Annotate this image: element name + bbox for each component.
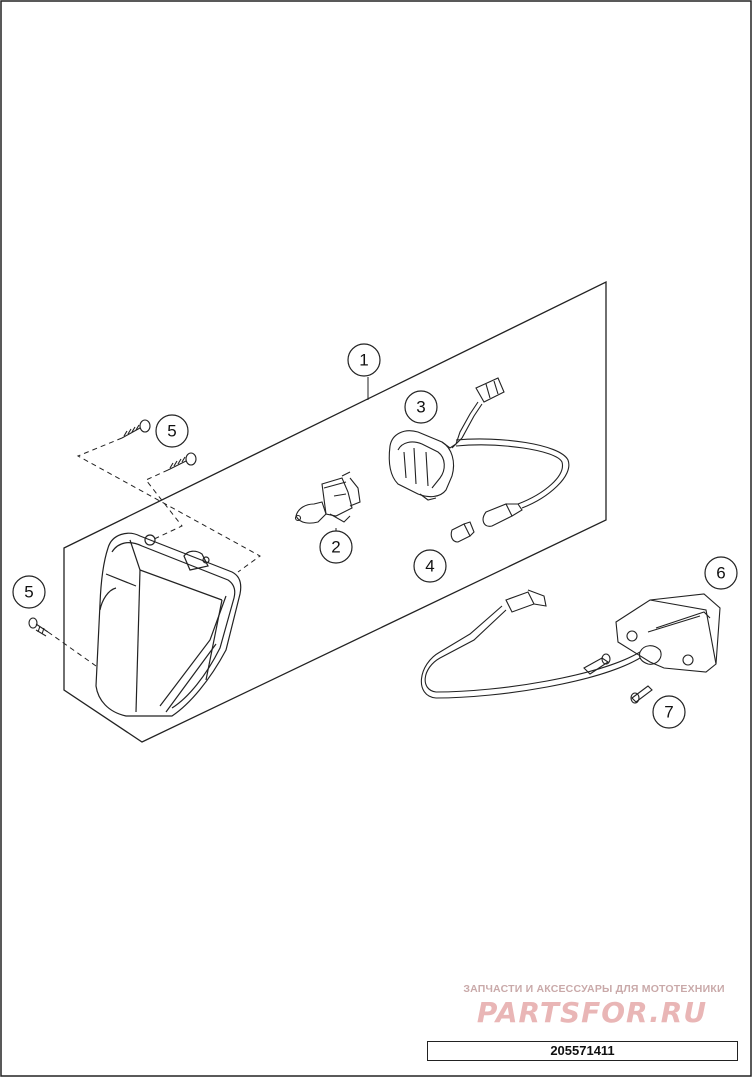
assembly-group-outline: [63, 280, 607, 743]
h4-bulb: [294, 471, 361, 524]
bolt-7-lower: [630, 685, 653, 704]
callout-3-label: 3: [416, 398, 425, 417]
dashed-leaders: [47, 437, 261, 667]
callout-2-label: 2: [331, 538, 340, 557]
callout-6-label: 6: [716, 564, 725, 583]
callout-4: 4: [413, 549, 447, 583]
callout-5-left-label: 5: [24, 583, 33, 602]
parking-bulb: [450, 521, 475, 543]
bolt-7-upper: [583, 653, 611, 675]
callout-4-label: 4: [425, 557, 434, 576]
socket-with-harness: [388, 377, 570, 527]
watermark-tagline: ЗАПЧАСТИ И АКСЕССУАРЫ ДЛЯ МОТОТЕХНИКИ: [463, 983, 725, 995]
callout-3: 3: [404, 390, 438, 424]
callout-6: 6: [704, 556, 738, 590]
callout-5-upper: 5: [155, 414, 189, 448]
position-light-assembly: [420, 589, 721, 699]
screw-5-upper: [121, 419, 151, 439]
callout-1: 1: [347, 343, 381, 377]
callout-7-label: 7: [664, 703, 673, 722]
watermark-logo: PARTSFOR.RU: [476, 996, 708, 1029]
callout-1-label: 1: [359, 351, 368, 370]
callout-2: 2: [319, 530, 353, 564]
callout-5-upper-label: 5: [167, 422, 176, 441]
screw-5-left: [28, 617, 49, 637]
callout-7: 7: [652, 695, 686, 729]
screw-5-middle: [167, 452, 197, 471]
part-number-box: 205571411: [427, 1041, 738, 1061]
headlight-mask: [95, 532, 242, 717]
callout-5-left: 5: [12, 575, 46, 609]
